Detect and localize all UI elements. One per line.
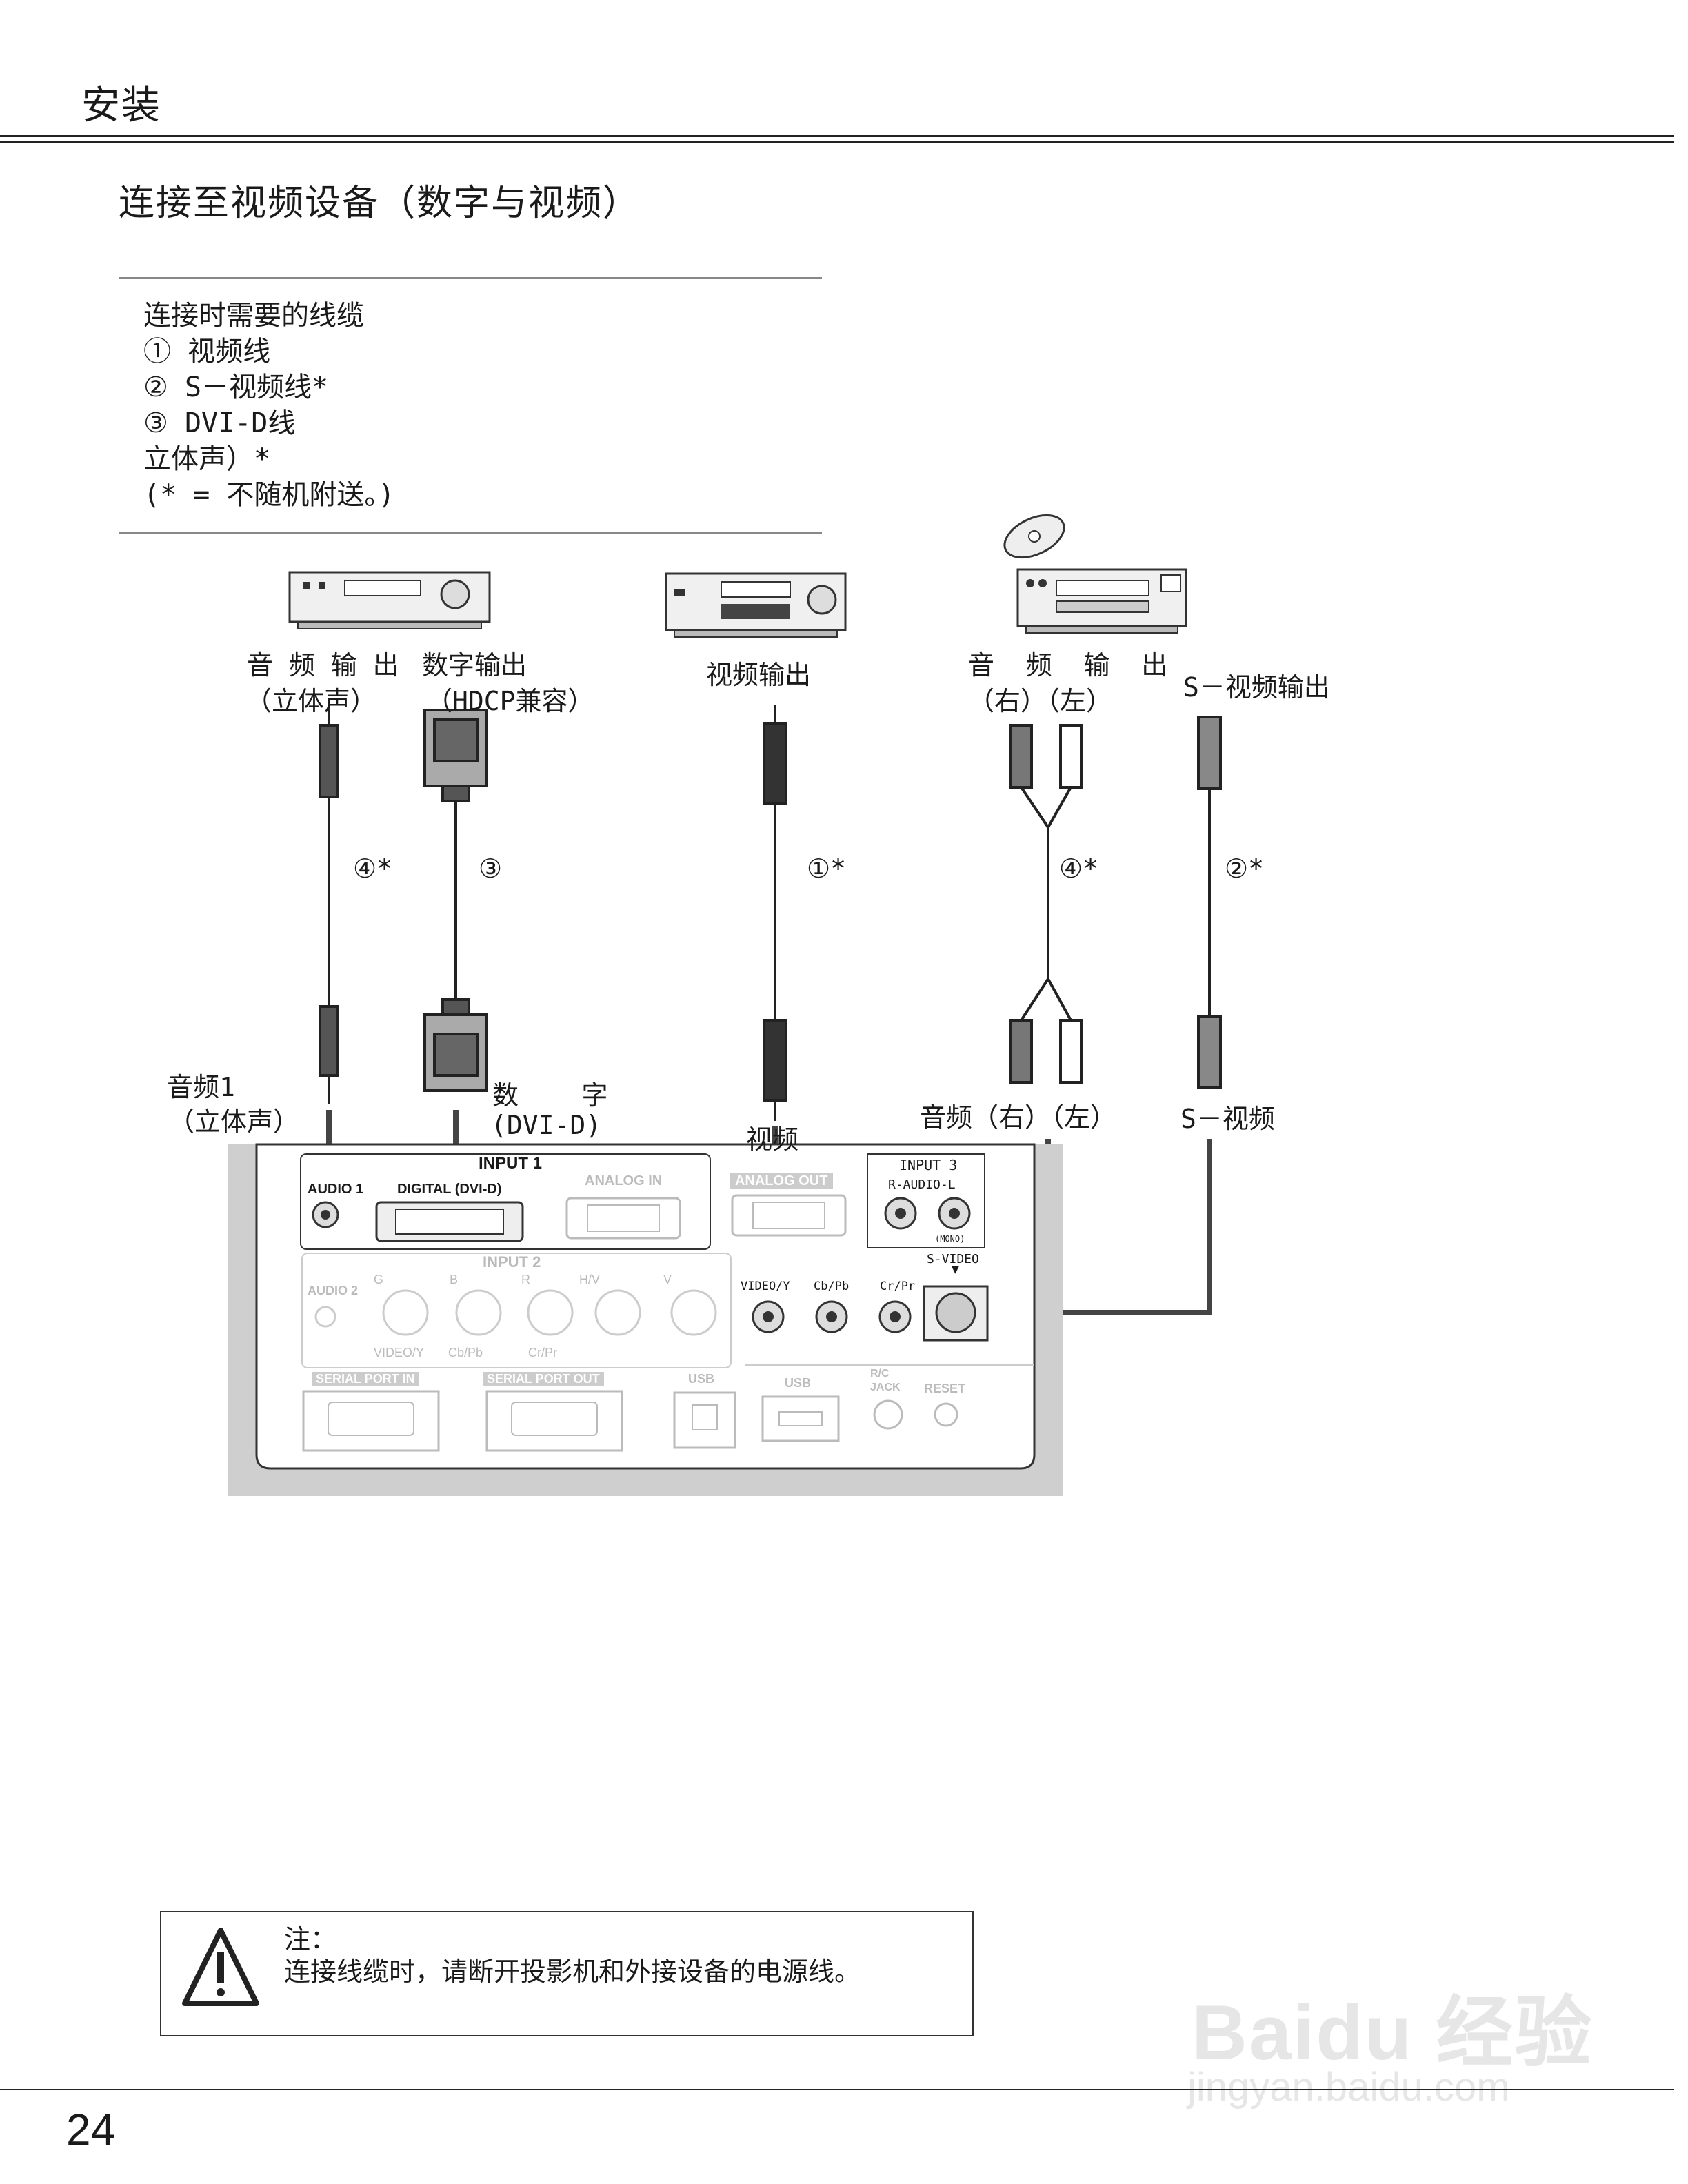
label-digital-out: 数字输出	[422, 650, 528, 680]
watermark-logo: Baidu 经验	[1192, 1990, 1594, 2076]
panel-g: G	[374, 1273, 384, 1286]
section-title: 安装	[81, 83, 161, 128]
cable-list-heading: 连接时需要的线缆	[143, 300, 364, 332]
panel-audio1: AUDIO 1	[308, 1182, 364, 1197]
panel-digital-dvi: DIGITAL (DVI-D)	[397, 1182, 502, 1197]
label-audio1-sub: （立体声）	[168, 1106, 300, 1137]
label-audio1: 音频1	[167, 1072, 235, 1102]
label-audio-out-rl-sub: （右）（左）	[968, 686, 1113, 716]
page-heading: 连接至视频设备（数字与视频）	[119, 183, 641, 224]
panel-jack: JACK	[870, 1382, 901, 1393]
panel-serial-in: SERIAL PORT IN	[312, 1372, 419, 1386]
panel-usb-b: USB	[688, 1372, 715, 1386]
label-video-out: 视频输出	[706, 660, 812, 690]
dvd-player-device	[1003, 514, 1187, 634]
panel-video-y-grey: VIDEO/Y	[374, 1346, 425, 1359]
label-svideo: S－视频	[1180, 1104, 1275, 1134]
cable-list-item: ① 视频线	[143, 336, 271, 367]
cable-stereo-mini	[319, 703, 339, 1104]
svideo-arrow-icon: ▼	[952, 1264, 959, 1275]
cable-list-item: (* = 不随机附送。)	[143, 479, 395, 511]
cable-list-item: ② S－视频线*	[143, 372, 329, 403]
watermark-url: jingyan.baidu.com	[1187, 2065, 1510, 2110]
panel-usb-a: USB	[785, 1376, 812, 1390]
panel-reset: RESET	[924, 1382, 966, 1395]
label-digital-out-sub: （HDCP兼容）	[426, 686, 594, 716]
panel-analog-in: ANALOG IN	[585, 1173, 663, 1189]
panel-rc: R/C	[870, 1368, 890, 1379]
panel-cr-pr-grey: Cr/Pr	[528, 1346, 557, 1359]
header-rule	[0, 135, 1674, 143]
cable-list-item: ③ DVI-D线	[143, 407, 296, 439]
panel-cr-pr: Cr/Pr	[880, 1280, 916, 1293]
panel-r-audio-l: R-AUDIO-L	[888, 1177, 956, 1192]
cable-number: ④*	[353, 853, 392, 884]
panel-input3: INPUT 3	[899, 1157, 958, 1173]
list-top-rule	[119, 277, 822, 279]
cable-dvi	[423, 709, 488, 1092]
panel-analog-out: ANALOG OUT	[730, 1173, 834, 1189]
av-receiver-device	[288, 571, 491, 629]
list-bottom-rule	[119, 532, 822, 534]
cable-number: ①*	[807, 853, 846, 884]
projector-panel	[228, 1143, 1063, 1496]
label-audio-out-stereo-sub: （立体声）	[245, 686, 377, 716]
footer-rule	[0, 2089, 1674, 2090]
cable-video	[763, 705, 787, 1121]
label-audio-out-rl: 音 频 输 出	[968, 650, 1168, 680]
panel-mono: (MONO)	[935, 1234, 965, 1244]
cable-number: ②*	[1225, 853, 1264, 884]
note-title: 注：	[284, 1924, 337, 1954]
cable-svideo	[1197, 716, 1222, 1089]
panel-audio2: AUDIO 2	[308, 1284, 359, 1297]
panel-input1: INPUT 1	[479, 1154, 543, 1173]
panel-hv: H/V	[579, 1273, 601, 1286]
panel-r: R	[521, 1273, 530, 1286]
label-digital-sub: (DVI-D)	[491, 1110, 602, 1140]
panel-input2: INPUT 2	[483, 1253, 541, 1271]
cable-list-item: 立体声）*	[143, 443, 271, 475]
panel-serial-out: SERIAL PORT OUT	[483, 1372, 604, 1386]
panel-b: B	[450, 1273, 459, 1286]
panel-video-y: VIDEO/Y	[741, 1280, 790, 1293]
panel-v: V	[663, 1273, 672, 1286]
cable-number: ④*	[1059, 853, 1098, 884]
label-digital: 数 字	[492, 1080, 608, 1111]
label-audio-rl: 音频（右）（左）	[920, 1102, 1117, 1133]
cable-number: ③	[479, 853, 503, 884]
label-audio-out-stereo: 音 频 输 出	[247, 650, 399, 680]
label-svideo-out: S－视频输出	[1183, 672, 1330, 702]
note-box	[160, 1911, 974, 2036]
warning-triangle-icon	[182, 1928, 259, 2006]
panel-cb-pb-grey: Cb/Pb	[448, 1346, 483, 1359]
label-video: 视频	[746, 1124, 799, 1155]
panel-svideo: S-VIDEO	[927, 1252, 979, 1266]
cable-list: 连接时需要的线缆 ① 视频线 ② S－视频线* ③ DVI-D线 立体声）* (…	[143, 298, 395, 513]
vcr-device	[665, 572, 847, 638]
note-text: 连接线缆时，请断开投影机和外接设备的电源线。	[284, 1957, 861, 1987]
page-number: 24	[66, 2105, 116, 2154]
cable-audio-rca	[1009, 724, 1083, 1084]
panel-cb-pb: Cb/Pb	[814, 1280, 850, 1293]
